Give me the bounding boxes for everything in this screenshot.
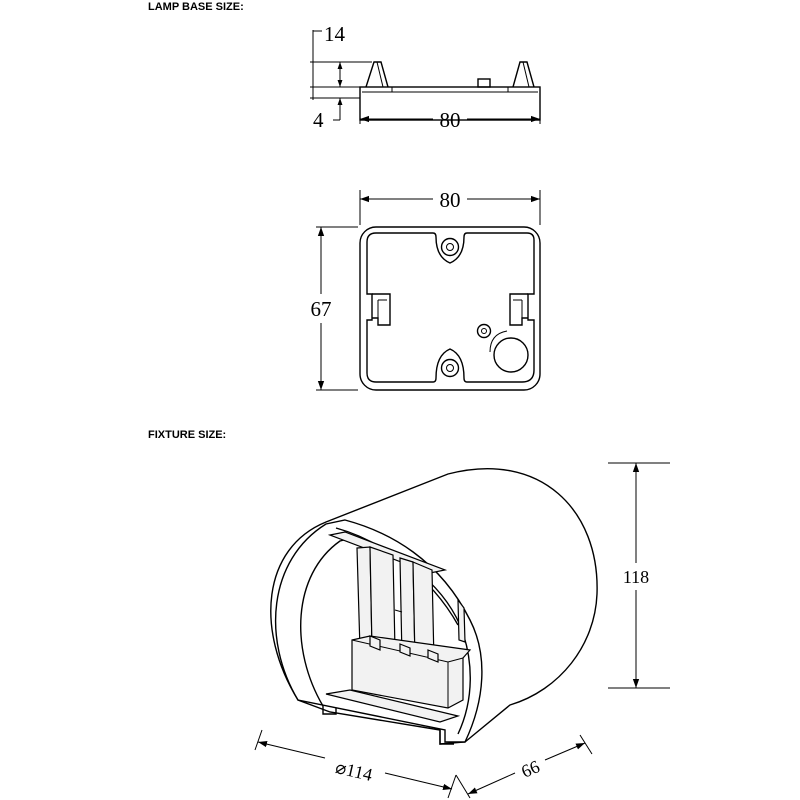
lamp-base-top-view — [359, 226, 541, 391]
dimension-top-depth: 67 — [311, 226, 358, 391]
dimension-side-width-label: 80 — [440, 108, 461, 132]
lamp-base-heading: LAMP BASE SIZE: — [148, 1, 244, 13]
dimension-top-width-label: 80 — [440, 188, 461, 212]
dimension-base-plate-label: 4 — [313, 108, 324, 132]
dimension-base-plate: 4 — [313, 98, 343, 132]
dimension-fixture-diameter-label: ⌀114 — [334, 757, 375, 785]
dimension-side-width: 80 — [359, 102, 541, 132]
dimension-fixture-height-label: 118 — [623, 567, 649, 587]
dimension-base-height-label: 14 — [324, 22, 346, 46]
dimension-top-width: 80 — [359, 188, 541, 225]
fixture-heading: FIXTURE SIZE: — [148, 429, 226, 441]
dimension-base-height: 14 — [310, 22, 372, 100]
dimension-fixture-depth-label: 66 — [518, 756, 542, 781]
dimension-fixture-diameter: ⌀114 — [254, 729, 457, 799]
dimension-top-depth-label: 67 — [311, 297, 332, 321]
dimension-fixture-depth: 66 — [455, 734, 593, 799]
fixture-drawing — [270, 468, 598, 745]
dimension-fixture-height: 118 — [608, 462, 670, 689]
